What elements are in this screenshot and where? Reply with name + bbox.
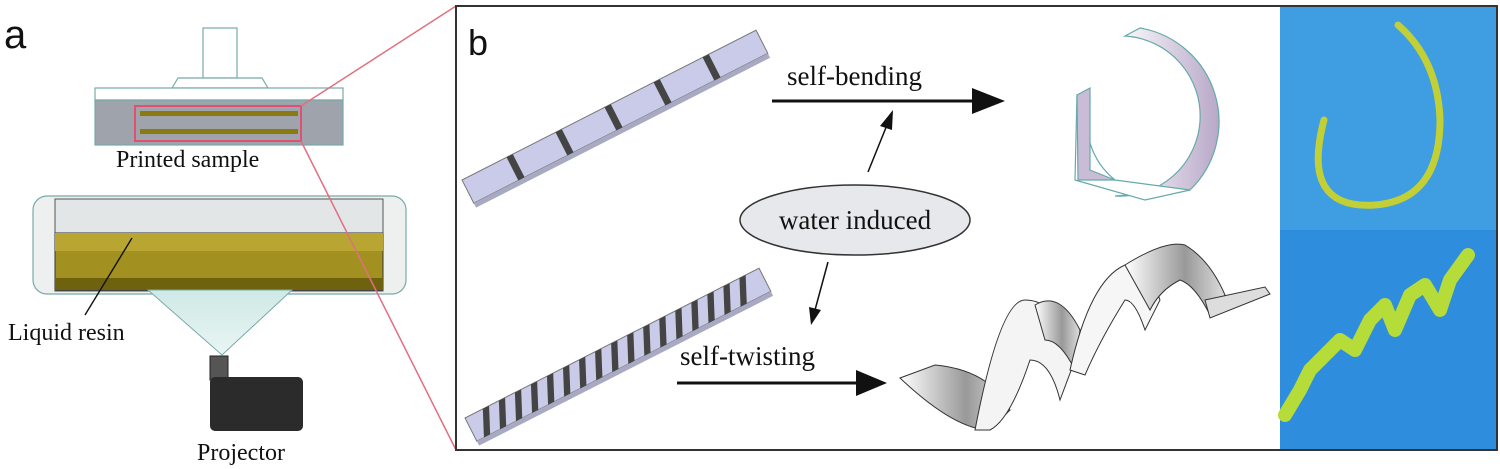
photo-bent-sample bbox=[1280, 7, 1496, 230]
printed-sample-label: Printed sample bbox=[116, 147, 259, 173]
panel-a: a Printed sample Liquid resin Projector bbox=[4, 5, 457, 466]
zoom-line-top bbox=[300, 5, 457, 107]
projector bbox=[209, 355, 303, 431]
twisting-strip bbox=[464, 267, 774, 446]
build-platform bbox=[94, 27, 344, 146]
twisted-sample bbox=[1278, 248, 1475, 422]
light-beam bbox=[146, 289, 294, 356]
zoom-highlight-box bbox=[134, 105, 302, 142]
twisted-helix-model bbox=[899, 243, 1271, 431]
panel-b: b self-bending bbox=[455, 5, 1498, 451]
self-bending-arrow bbox=[772, 88, 1005, 114]
water-induced-bubble: water induced bbox=[739, 184, 971, 256]
self-bending-label: self-bending bbox=[787, 61, 922, 91]
bending-strip bbox=[461, 29, 771, 208]
resin-vat bbox=[32, 195, 407, 295]
projector-label: Projector bbox=[197, 440, 285, 466]
self-twisting-arrow bbox=[677, 370, 887, 396]
water-to-bending-arrow bbox=[867, 110, 893, 173]
liquid-resin-label: Liquid resin bbox=[8, 320, 125, 346]
bent-sample bbox=[1314, 21, 1444, 209]
zoom-line-bottom bbox=[300, 140, 457, 451]
photo-twisted-sample bbox=[1278, 230, 1496, 449]
water-induced-label: water induced bbox=[779, 205, 932, 235]
water-to-twisting-arrow bbox=[809, 261, 829, 325]
bent-ring-model bbox=[1074, 27, 1220, 201]
liquid-resin-pointer bbox=[84, 237, 133, 316]
panel-b-label: b bbox=[468, 22, 488, 63]
panel-a-label: a bbox=[4, 13, 27, 57]
self-twisting-label: self-twisting bbox=[680, 341, 815, 371]
